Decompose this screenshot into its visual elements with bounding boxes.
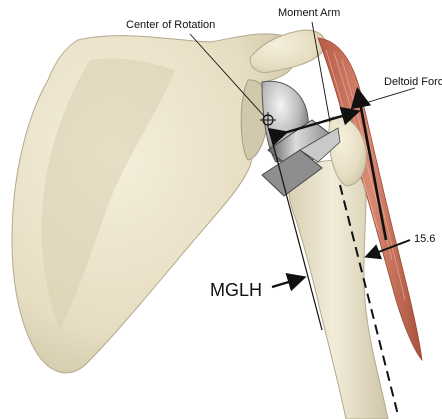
deltoid-force-leader bbox=[362, 88, 415, 104]
deltoid-force-label: Deltoid Force bbox=[384, 76, 442, 88]
mglh-arrow bbox=[272, 278, 302, 287]
angle-value-label: 15.6 bbox=[414, 233, 435, 245]
moment-arm-label: Moment Arm bbox=[278, 7, 340, 19]
mglh-label: MGLH bbox=[210, 280, 262, 300]
center-of-rotation-label: Center of Rotation bbox=[126, 19, 215, 31]
